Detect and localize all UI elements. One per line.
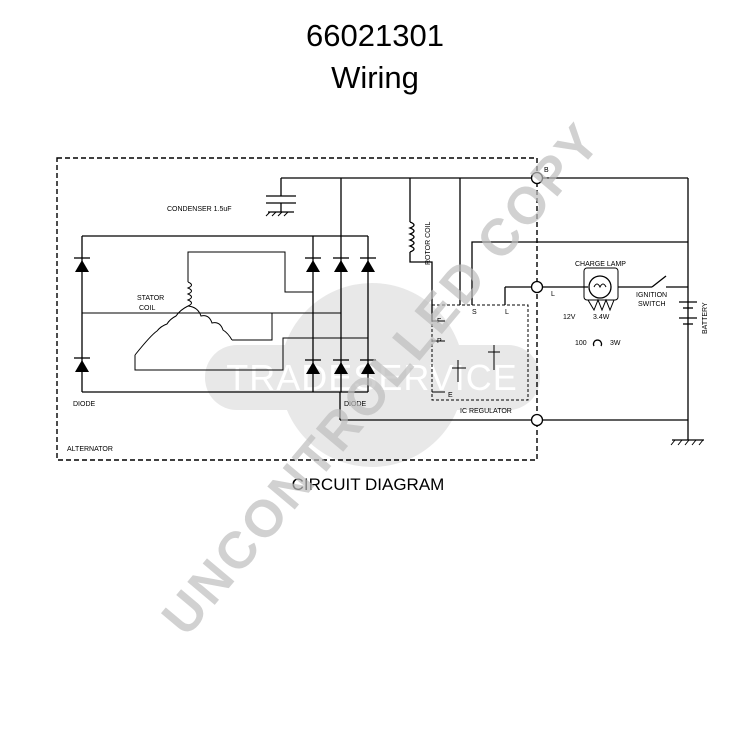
battery-symbol <box>679 301 697 325</box>
label-terminal-p: P <box>437 338 442 345</box>
label-stator-2: COIL <box>139 305 155 312</box>
alternator-boundary <box>56 157 538 461</box>
label-res-100: 100 <box>575 340 587 347</box>
label-ignition-1: IGNITION <box>636 292 667 299</box>
tradeservice-logo-watermark: TRADESERVICE <box>205 283 540 467</box>
terminal-b <box>530 171 544 185</box>
label-alternator: ALTERNATOR <box>67 446 113 453</box>
label-diode-left: DIODE <box>73 401 96 408</box>
diagram-caption: CIRCUIT DIAGRAM <box>292 475 445 494</box>
logo-text: TRADESERVICE <box>226 357 517 398</box>
label-ignition-2: SWITCH <box>638 301 666 308</box>
label-diode-right: DIODE <box>344 401 367 408</box>
ground-symbol <box>670 420 704 446</box>
label-rotor-coil: ROTOR COIL <box>425 221 432 265</box>
label-terminal-b: B <box>544 167 549 174</box>
terminal-l <box>530 280 544 294</box>
ic-regulator <box>431 241 688 401</box>
label-stator-1: STATOR <box>137 295 164 302</box>
label-ic-regulator: IC REGULATOR <box>460 408 512 415</box>
label-condenser: CONDENSER 1.5uF <box>167 206 232 213</box>
label-terminal-l: L <box>505 309 509 316</box>
label-lamp-12v: 12V <box>563 314 576 321</box>
label-res-3w: 3W <box>610 340 621 347</box>
charge-lamp <box>583 267 652 347</box>
ignition-switch <box>651 275 688 288</box>
label-battery: BATTERY <box>702 302 709 334</box>
label-terminal-e: E <box>448 392 453 399</box>
label-terminal-s: S <box>472 309 477 316</box>
wiring-subtitle: Wiring <box>331 60 419 95</box>
label-charge-lamp: CHARGE LAMP <box>575 261 626 268</box>
label-terminal-f: F <box>437 318 441 325</box>
label-lamp-3-4w: 3.4W <box>593 314 610 321</box>
rectifier-bridge <box>74 178 376 393</box>
part-number-title: 66021301 <box>306 18 444 53</box>
condenser-symbol <box>265 178 296 217</box>
stator-coil <box>134 281 233 356</box>
rotor-coil <box>408 178 461 321</box>
terminal-e <box>530 413 544 427</box>
label-terminal-l-out: L <box>551 291 555 298</box>
